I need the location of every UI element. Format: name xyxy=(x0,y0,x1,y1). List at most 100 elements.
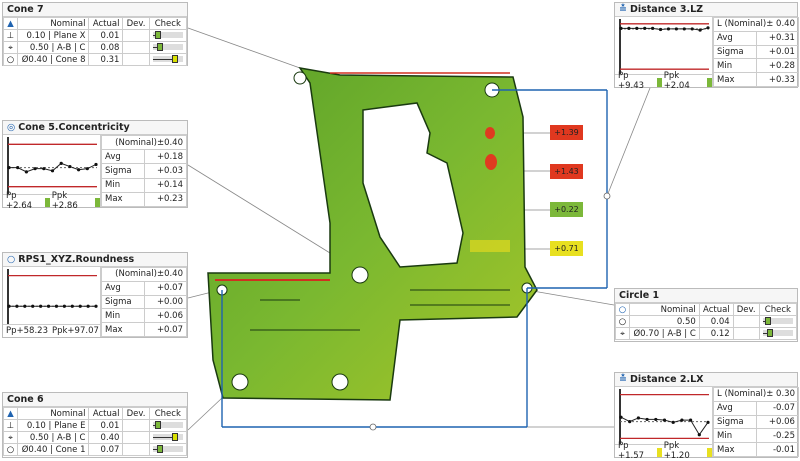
ppk-indicator xyxy=(707,78,712,87)
stat-row: Min-0.25 xyxy=(713,428,799,444)
nominal-cell: Ø0.40 | Cone 8 xyxy=(16,53,90,66)
data-point xyxy=(39,304,43,308)
check-bar xyxy=(152,43,183,51)
panel-title: Cone 7 xyxy=(3,3,187,17)
data-point xyxy=(77,168,81,172)
data-point xyxy=(78,304,82,308)
data-point xyxy=(697,433,701,437)
deviation-label[interactable]: +1.43 xyxy=(550,164,583,179)
stat-row: Max+0.33 xyxy=(713,72,799,87)
stat-row: Sigma+0.03 xyxy=(101,163,188,179)
data-point xyxy=(658,27,663,32)
pp-value: Pp +1.57 xyxy=(618,441,645,461)
data-point xyxy=(50,169,55,173)
check-cell xyxy=(148,443,188,456)
control-chart xyxy=(619,389,710,444)
column-header: Actual xyxy=(88,17,124,30)
panel-title: Distance 3.LZ xyxy=(629,3,704,15)
data-point xyxy=(706,26,710,30)
circularity-icon: ○ xyxy=(615,315,630,328)
dev-cell xyxy=(732,327,760,340)
deviation-label[interactable]: +1.39 xyxy=(550,125,583,140)
data-point xyxy=(651,26,655,30)
data-point xyxy=(689,418,693,422)
data-point xyxy=(636,416,640,420)
pp-value: Pp +2.64 xyxy=(6,191,33,211)
pp-indicator xyxy=(656,78,662,87)
nominal-cell: 0.50 xyxy=(629,315,700,328)
ppk-value: Ppk +2.86 xyxy=(51,191,78,211)
data-point xyxy=(24,170,28,174)
data-point xyxy=(42,167,46,171)
position-icon: ⌖ xyxy=(3,431,18,444)
nominal-cell: 0.10 | Plane E xyxy=(16,419,90,432)
deviation-label[interactable]: +0.71 xyxy=(550,241,583,256)
control-chart xyxy=(619,19,710,74)
check-bar xyxy=(152,421,183,429)
data-point xyxy=(643,26,647,30)
stat-row: Max+0.23 xyxy=(101,191,188,208)
check-cell xyxy=(148,53,188,66)
actual-cell: 0.04 xyxy=(698,315,734,328)
part-features xyxy=(215,71,533,391)
data-point xyxy=(33,167,37,171)
data-point xyxy=(16,166,20,170)
feature-icon: ≛ xyxy=(619,373,627,385)
data-point xyxy=(619,415,623,419)
stat-row: Max-0.01 xyxy=(713,442,799,457)
ppk-value: Ppk+97.07 xyxy=(51,326,99,336)
check-cell xyxy=(148,29,188,42)
feature-icon: ○ xyxy=(7,253,16,265)
control-chart xyxy=(7,269,98,324)
ppk-indicator xyxy=(95,198,100,207)
data-point xyxy=(628,420,632,424)
dev-cell xyxy=(122,41,150,54)
actual-cell: 0.40 xyxy=(88,431,124,444)
column-header: Check xyxy=(758,303,798,316)
check-cell xyxy=(758,327,798,340)
stat-row: Sigma+0.06 xyxy=(713,414,799,430)
circularity-icon: ○ xyxy=(3,443,18,456)
position-icon: ⌖ xyxy=(615,327,630,340)
cone-icon: ▲ xyxy=(3,17,18,30)
data-point xyxy=(706,420,710,424)
data-point xyxy=(682,27,686,31)
nominal-tolerance: L (Nominal)± 0.30 xyxy=(713,387,799,402)
check-cell xyxy=(148,41,188,54)
deviation-label[interactable]: +0.22 xyxy=(550,202,583,217)
check-cell xyxy=(148,431,188,444)
perpendicularity-icon: ⊥ xyxy=(3,29,18,42)
actual-cell: 0.01 xyxy=(88,419,124,432)
perpendicularity-icon: ⊥ xyxy=(3,419,18,432)
nominal-cell: 0.10 | Plane X xyxy=(16,29,90,42)
column-header: Actual xyxy=(698,303,734,316)
data-point xyxy=(680,418,684,422)
pp-indicator xyxy=(656,448,662,457)
actual-cell: 0.01 xyxy=(88,29,124,42)
check-cell xyxy=(148,419,188,432)
data-point xyxy=(635,26,639,30)
part-colormap xyxy=(207,66,538,401)
panel-title: RPS1_XYZ.Roundness xyxy=(18,253,135,265)
data-point xyxy=(619,26,623,30)
column-header: Nominal xyxy=(16,17,90,30)
stat-row: Avg+0.18 xyxy=(101,149,188,165)
control-chart xyxy=(7,137,98,194)
check-bar xyxy=(152,55,183,63)
